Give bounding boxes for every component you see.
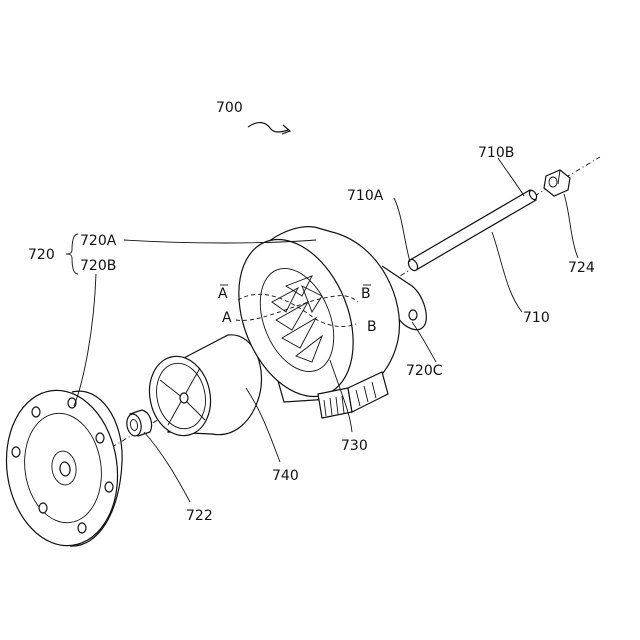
rotor-cup (142, 335, 261, 442)
leader-722 (144, 432, 190, 502)
label-710b: 710B (478, 145, 514, 161)
label-720b: 720B (80, 258, 116, 274)
label-a: A (222, 310, 232, 326)
label-a-bar: A (218, 286, 228, 302)
label-720: 720 (28, 247, 55, 263)
assembly-arrow (248, 123, 288, 132)
label-740: 740 (272, 468, 299, 484)
leader-710a (394, 198, 410, 262)
label-700: 700 (216, 100, 243, 116)
assembly-arrowhead (282, 125, 290, 134)
label-710: 710 (523, 310, 550, 326)
label-710a: 710A (347, 188, 384, 204)
leader-720b (74, 274, 96, 406)
label-730: 730 (341, 438, 368, 454)
leader-724 (564, 194, 578, 258)
nut (544, 170, 570, 196)
end-flange (0, 383, 127, 553)
label-b-bar: B (361, 286, 371, 302)
label-722: 722 (186, 508, 213, 524)
group-brace-720 (66, 234, 78, 274)
label-720c: 720C (406, 363, 443, 379)
label-724: 724 (568, 260, 595, 276)
label-720a: 720A (80, 233, 117, 249)
label-b: B (367, 319, 377, 335)
leader-710 (492, 232, 522, 312)
leader-710b (498, 158, 524, 196)
shaft (407, 189, 539, 272)
bearing (125, 410, 151, 437)
leader-720c (412, 322, 436, 362)
